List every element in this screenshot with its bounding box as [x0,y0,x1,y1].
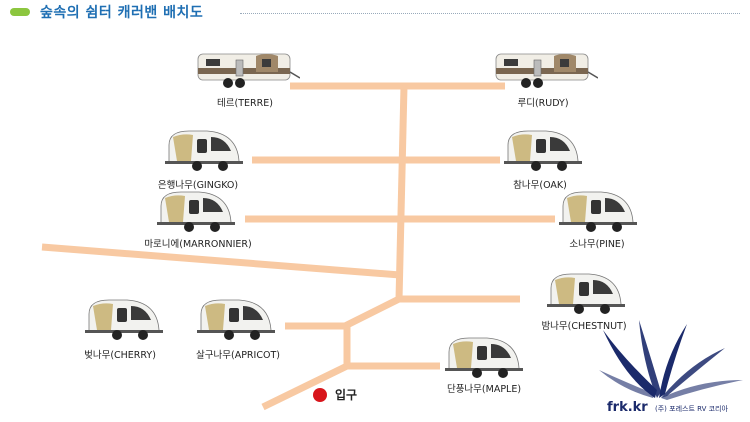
path-main-trunk [395,85,408,301]
site-oak[interactable] [502,127,582,177]
site-label-chestnut: 밤나무(CHESTNUT) [541,321,627,332]
site-maple[interactable] [443,334,523,384]
site-label-rudy: 루디(RUDY) [517,98,569,109]
site-label-apricot: 살구나무(APRICOT) [196,350,280,361]
site-rudy[interactable] [494,50,599,96]
site-marronnier[interactable] [155,188,235,238]
entrance-marker-icon [313,388,327,402]
logo-company-name: (주) 포레스트 RV 코리아 [655,405,728,413]
title-bar: 숲속의 쉼터 캐러밴 배치도 [0,0,750,24]
site-label-gingko: 은행나무(GINGKO) [157,180,239,191]
site-label-marronnier: 마로니에(MARRONNIER) [144,239,252,250]
site-cherry[interactable] [83,296,163,346]
site-gingko[interactable] [163,127,243,177]
title-divider [240,13,740,14]
site-chestnut[interactable] [545,270,625,320]
teardrop-camper-icon [197,299,275,340]
title-bullet-icon [10,8,30,16]
path-west-diagonal [41,243,401,279]
site-terre[interactable] [196,50,301,96]
path-south-diagonal [343,295,401,330]
leaf-burst-logo-icon [599,320,743,400]
entrance-label: 입구 [335,388,358,402]
teardrop-camper-icon [165,130,243,171]
travel-trailer-icon [197,53,301,88]
site-label-oak: 참나무(OAK) [513,180,567,191]
teardrop-camper-icon [85,299,163,340]
site-pine[interactable] [557,188,637,238]
teardrop-camper-icon [504,130,582,171]
site-label-pine: 소나무(PINE) [569,239,625,250]
site-label-terre: 테르(TERRE) [217,98,273,109]
company-logo [595,318,745,404]
site-apricot[interactable] [195,296,275,346]
site-label-cherry: 벚나무(CHERRY) [84,350,156,361]
logo-domain: frk.kr [607,400,648,415]
teardrop-camper-icon [445,337,523,378]
teardrop-camper-icon [157,191,235,232]
teardrop-camper-icon [559,191,637,232]
teardrop-camper-icon [547,273,625,314]
site-label-maple: 단풍나무(MAPLE) [446,384,522,395]
travel-trailer-icon [495,53,599,88]
path-entrance-diagonal [261,362,349,411]
page-title: 숲속의 쉼터 캐러밴 배치도 [40,5,204,21]
